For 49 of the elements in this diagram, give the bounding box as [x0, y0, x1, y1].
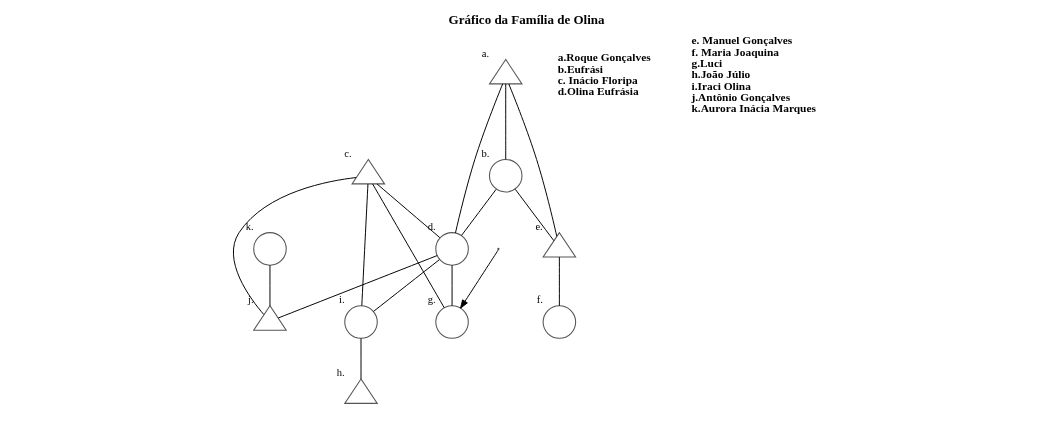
node-label: d. [427, 220, 436, 232]
label: k.Aurora Inácia Marques [691, 102, 816, 115]
node-triangle [343, 378, 379, 404]
label: e. Manuel Gonçalves [691, 34, 793, 47]
label: g.Luci [691, 56, 723, 69]
connector [508, 83, 558, 237]
node-label: g. [427, 293, 436, 305]
connector [376, 183, 441, 239]
node-label: e. [535, 220, 543, 232]
node-circle [435, 232, 469, 266]
node-label: b. [481, 147, 490, 159]
node-triangle [351, 158, 386, 185]
connector [558, 256, 560, 307]
connector [514, 188, 555, 242]
node-label: j. [248, 293, 254, 305]
node-circle [435, 305, 469, 339]
node-label: k. [245, 220, 254, 232]
connector [361, 183, 369, 307]
node-triangle [542, 231, 577, 258]
node-circle [488, 158, 523, 193]
arrow [460, 249, 499, 309]
connector [461, 188, 497, 236]
connector [372, 183, 445, 309]
node-label: a. [481, 47, 490, 59]
connector [269, 264, 271, 307]
node-triangle [252, 304, 288, 331]
label: d.Olina Eufrásia [557, 85, 639, 98]
node-circle [542, 305, 577, 339]
label: j.Antônio Gonçalves [691, 91, 791, 104]
node-label: h. [336, 367, 345, 379]
node-label: i. [339, 293, 345, 305]
connector [373, 259, 440, 312]
label: i.Iraci Olina [691, 79, 751, 92]
connector [505, 83, 507, 160]
label: b.Eufrási [557, 62, 603, 75]
connector [232, 177, 357, 315]
label: h.João Júlio [691, 68, 751, 81]
node-circle [344, 305, 378, 339]
node-circle [253, 232, 287, 266]
label: c. Inácio Floripa [557, 74, 638, 87]
connector [454, 83, 504, 234]
connector [451, 264, 453, 307]
node-label: c. [344, 147, 352, 159]
connector [277, 255, 438, 319]
label: f. Maria Joaquina [691, 45, 780, 58]
diagram-title: Gráfico da Família de Olina [448, 12, 605, 28]
label: a.Roque Gonçalves [557, 51, 651, 64]
node-triangle [488, 58, 523, 85]
node-label: f. [536, 293, 543, 305]
